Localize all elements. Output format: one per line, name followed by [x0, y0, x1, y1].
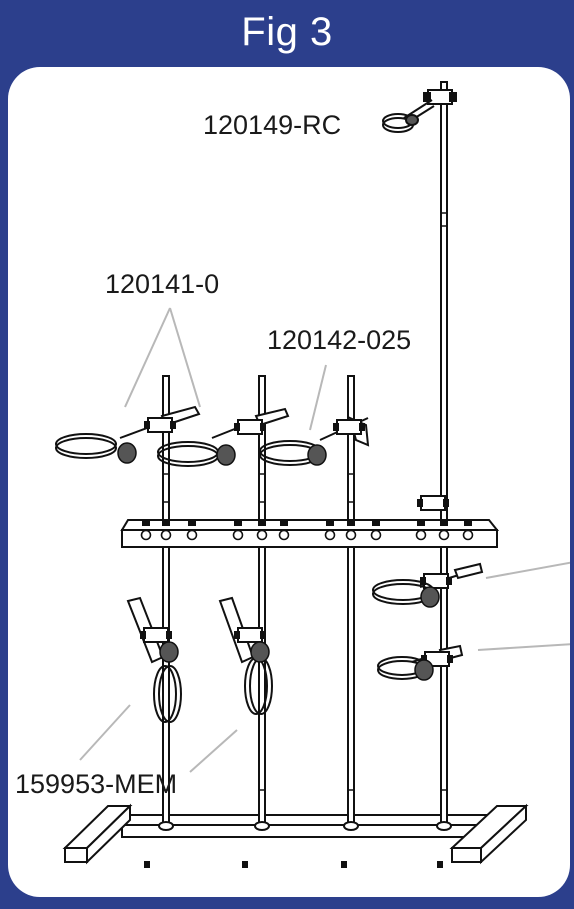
label-120142-025: 120142-025: [267, 325, 411, 355]
label-120149-rc: 120149-RC: [203, 110, 341, 140]
upper-ring-2: [157, 407, 290, 467]
base-feet: [144, 861, 443, 868]
label-159953-mem: 159953-MEM: [15, 769, 177, 799]
lower-clamp-2: [218, 596, 273, 715]
lower-clamp-1: [126, 596, 182, 723]
rod-joints: [163, 212, 447, 791]
stand-base: [62, 803, 529, 865]
lab-stand-diagram: 120149-RC 120141-0 120142-025 159953-MEM: [15, 81, 570, 868]
top-ring-clamp: [382, 81, 457, 133]
upper-ring-3: [259, 416, 370, 466]
diagram-panel: 120149-RC 120141-0 120142-025 159953-MEM: [8, 67, 570, 897]
tall-rod-boss: [416, 495, 450, 511]
right-ring-1: [372, 562, 484, 608]
right-ring-2: [377, 644, 464, 681]
crossbar: [120, 519, 500, 548]
label-120141-0: 120141-0: [105, 269, 219, 299]
figure-title: Fig 3: [241, 10, 333, 54]
upper-ring-1: [55, 405, 201, 464]
rod-feet: [158, 821, 452, 831]
leader-lines: [79, 307, 570, 773]
